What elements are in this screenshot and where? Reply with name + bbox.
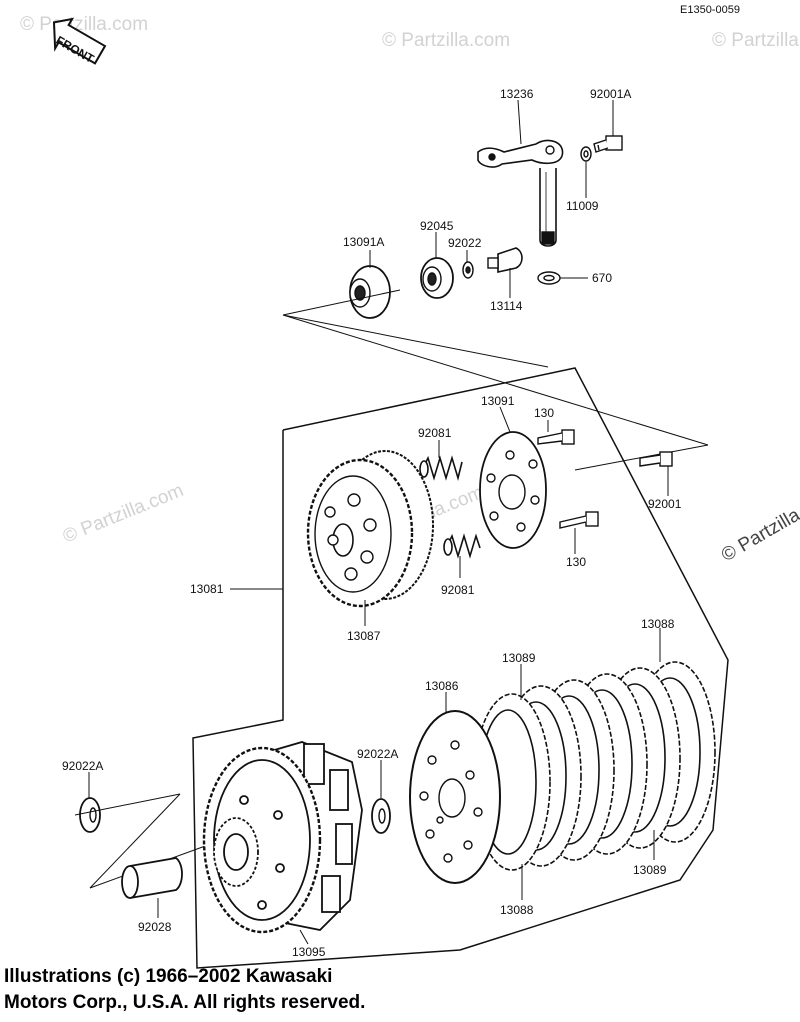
part-label-92045: 92045 [420, 219, 454, 233]
clutch-hub-13087 [306, 450, 434, 608]
leader-lines [88, 99, 669, 945]
spring-plate-13091 [479, 431, 547, 549]
part-label-13088-upper: 13088 [641, 617, 675, 631]
spring-92081-upper [419, 455, 463, 482]
part-label-13088-lower: 13088 [500, 903, 534, 917]
part-label-92028: 92028 [138, 920, 172, 934]
sleeve-92028 [121, 857, 183, 899]
part-label-13087: 13087 [347, 629, 381, 643]
part-label-11009: 11009 [566, 199, 599, 213]
washer-670 [537, 271, 561, 285]
part-label-130-lower: 130 [566, 555, 587, 569]
copyright-footer: Illustrations (c) 1966–2002 Kawasaki Mot… [4, 964, 365, 1016]
part-label-130-upper: 130 [534, 406, 555, 420]
part-label-670: 670 [592, 271, 613, 285]
spring-92081-lower [443, 533, 481, 559]
washer-92022a-left [79, 797, 101, 833]
seal-13091a [349, 265, 391, 319]
part-label-13091a: 13091A [343, 235, 385, 249]
part-label-13095: 13095 [292, 945, 326, 959]
part-label-92081-lower: 92081 [441, 583, 475, 597]
pushrod-13114 [487, 247, 523, 273]
part-label-92022a-left: 92022A [62, 759, 104, 773]
clutch-plate-stack [473, 661, 716, 871]
part-label-13081: 13081 [190, 582, 224, 596]
assembly-outline [192, 367, 729, 969]
part-label-92081-upper: 92081 [418, 426, 452, 440]
copyright-line-1: Illustrations (c) 1966–2002 Kawasaki [4, 966, 333, 987]
copyright-line-2: Motors Corp., U.S.A. All rights reserved… [4, 992, 366, 1013]
bolt-130-upper [537, 429, 575, 445]
part-label-13089-lower: 13089 [633, 863, 667, 877]
part-label-92001a: 92001A [590, 87, 632, 101]
release-lever-shaft [477, 139, 564, 247]
part-label-13114: 13114 [490, 299, 523, 313]
bearing-92045 [420, 257, 454, 299]
part-label-92001: 92001 [648, 497, 682, 511]
bolt-130-lower [559, 511, 599, 529]
part-label-13091: 13091 [481, 394, 515, 408]
washer-92022a-right [371, 798, 391, 834]
bolt-92001 [639, 451, 673, 467]
front-arrow-icon [52, 17, 107, 65]
part-label-13236: 13236 [500, 87, 534, 101]
part-label-92022: 92022 [448, 236, 482, 250]
bolt-92001a [593, 135, 623, 153]
part-label-13086: 13086 [425, 679, 459, 693]
clutch-housing-13095 [202, 741, 363, 934]
watermark-text: © Partzilla.com [712, 30, 800, 51]
watermark-text: © Partzilla.com [20, 14, 149, 35]
diagram-code: E1350-0059 [680, 4, 740, 16]
watermark-text: © Partzilla.com [382, 30, 511, 51]
washer-11009 [580, 146, 592, 162]
part-label-13089-upper: 13089 [502, 651, 536, 665]
pressure-plate-13086 [409, 710, 501, 884]
part-label-92022a-right: 92022A [357, 747, 399, 761]
